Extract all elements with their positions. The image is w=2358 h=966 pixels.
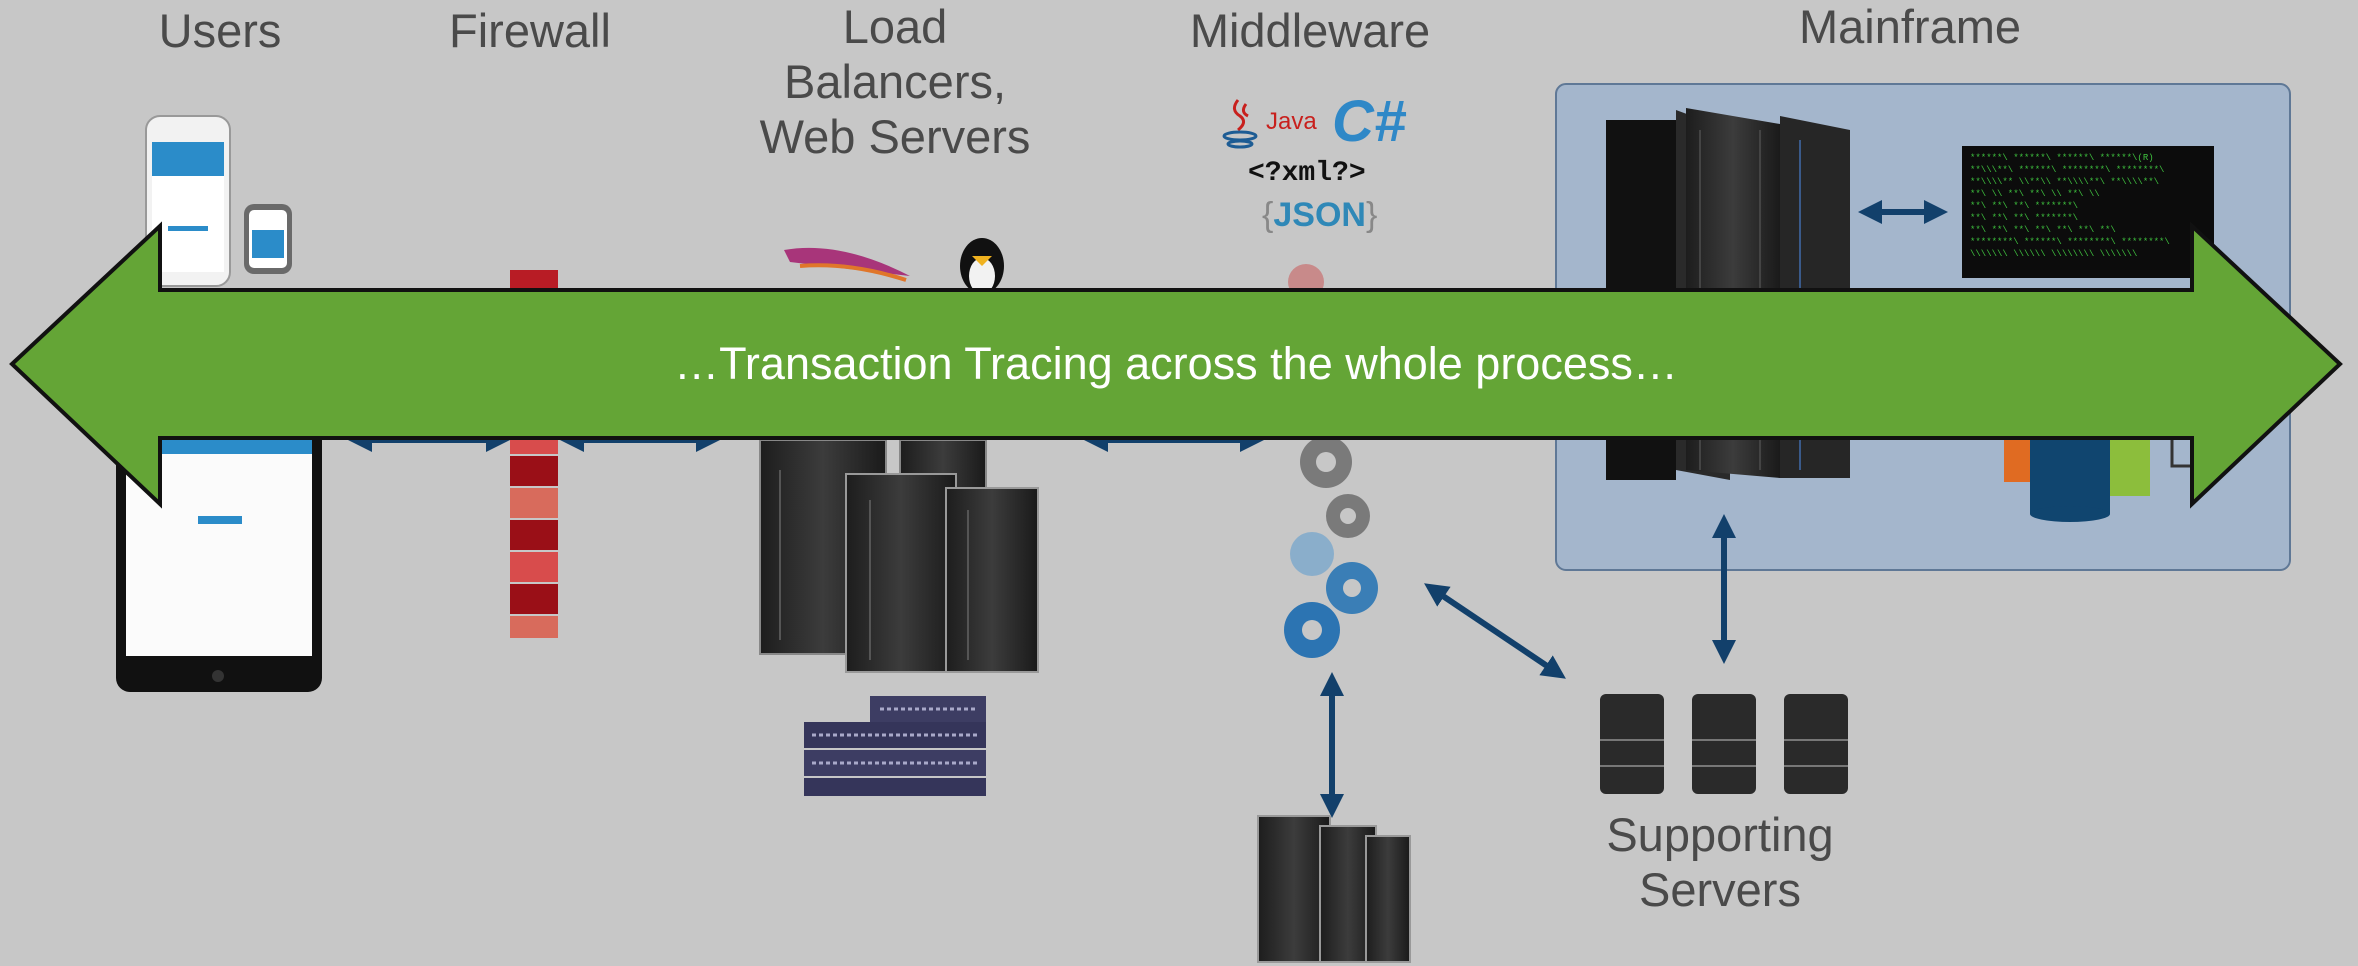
smartphone-icon (145, 115, 231, 287)
java-label: Java (1266, 108, 1317, 135)
csharp-icon: C# (1332, 89, 1407, 154)
middleware-supporting-arrow (1424, 583, 1566, 679)
load-balancers-label: Load Balancers, Web Servers (759, 0, 1031, 163)
middleware-db-server-icon (1257, 815, 1411, 963)
network-switch-icon (804, 696, 986, 796)
smartwatch-icon (244, 204, 292, 274)
svg-text:**\ \\ **\ **\ \\ **\: **\ \\ **\ **\ \\ **\ \\ (1970, 189, 2100, 199)
supporting-servers-icon (1600, 694, 1848, 794)
supporting-servers-label: Supporting Servers (1606, 808, 1834, 916)
firewall-label: Firewall (449, 4, 611, 57)
java-icon: Java (1222, 94, 1332, 150)
svg-text:******\ ******\ ******\ ****: ******\ ******\ ******\ ******\(R) (1970, 153, 2154, 163)
apache-feather-icon (784, 247, 910, 282)
svg-text:**\ **\ **\ **\ **\ *: **\ **\ **\ **\ **\ **\ **\ (1970, 225, 2116, 235)
transaction-tracing-banner (9, 221, 2343, 509)
svg-text:********\ ******\ ********\ **: ********\ ******\ ********\ ********\ (1970, 237, 2170, 247)
banner-text: …Transaction Tracing across the whole pr… (674, 338, 1678, 389)
svg-text:**\ **\ **\ *: **\ **\ **\ *******\ (1970, 201, 2078, 211)
svg-text:**\ **\ **\: **\ **\ **\ *******\ (1970, 213, 2078, 223)
svg-text:**\\\**\ ******\ ********\ ***: **\\\**\ ******\ ********\ ********\ (1970, 165, 2164, 175)
svg-text:\\\\\\\ \\\\\\ \\\\\\\\ \\: \\\\\\\ \\\\\\ \\\\\\\\ \\\\\\\ (1970, 249, 2137, 259)
web-server-racks-icon (759, 439, 1039, 673)
json-icon: {JSON} (1262, 196, 1378, 234)
mainframe-label: Mainframe (1798, 0, 2021, 53)
linux-penguin-icon (960, 238, 1004, 294)
xml-label: <?xml?> (1248, 158, 1366, 189)
json-label: JSON (1273, 196, 1366, 234)
users-label: Users (158, 4, 282, 57)
svg-text:**\\\\** \\**\\ **\\\\**\ **\\: **\\\\** \\**\\ **\\\\**\ **\\\\**\ (1970, 177, 2159, 187)
middleware-label: Middleware (1189, 4, 1431, 57)
cics-terminal-icon: ******\ ******\ ******\ ******\(R) **\\\… (1962, 146, 2214, 278)
database-icon (2004, 430, 2196, 522)
